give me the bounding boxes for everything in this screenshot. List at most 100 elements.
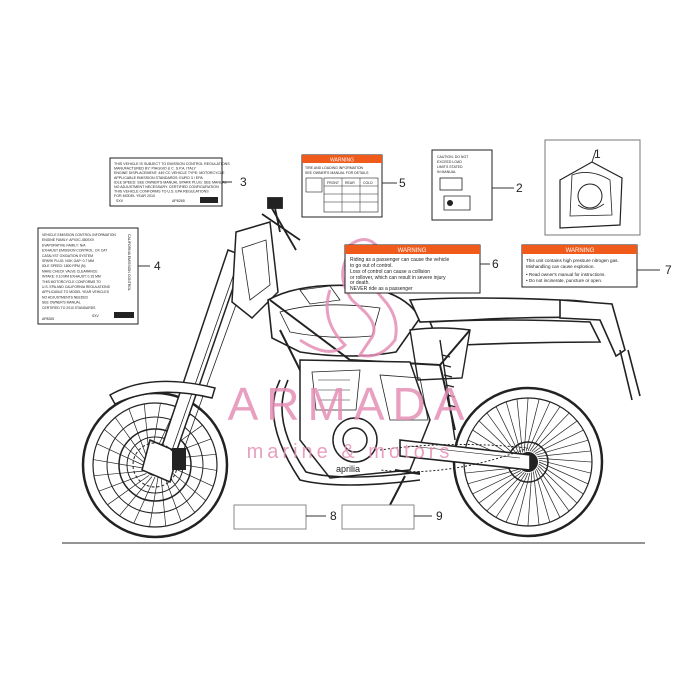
svg-text:Loss of control can cause a co: Loss of control can cause a collision — [350, 269, 430, 275]
wheel-spoke — [486, 472, 525, 512]
front-caliper — [172, 448, 186, 470]
label4-code: SXV — [92, 314, 100, 318]
footpeg — [389, 469, 421, 506]
wheel-spoke — [538, 463, 584, 495]
rear-tail — [428, 299, 641, 401]
label4-line: THIS MOTORCYCLE CONFORMS TO — [42, 280, 101, 284]
label4-line: NO ADJUSTMENTS NEEDED — [42, 295, 89, 299]
wheel-spoke — [467, 468, 520, 485]
wheel-spoke — [534, 429, 584, 454]
svg-text:EXCEED LOAD: EXCEED LOAD — [437, 160, 462, 164]
callout-8: 8 — [330, 509, 337, 523]
label4-line: IDLE SPEED: 1800 RPM (N) — [42, 264, 86, 268]
wheel-spoke — [98, 473, 147, 492]
wheel-spoke — [93, 459, 144, 469]
wheel-spoke — [538, 459, 592, 474]
svg-text:CAUTION: DO NOT: CAUTION: DO NOT — [437, 155, 469, 159]
wheel-spoke — [119, 476, 153, 516]
wheel-spoke — [93, 470, 145, 477]
wheel-spoke — [523, 397, 529, 452]
wheel-spoke — [495, 472, 527, 518]
svg-text:• Read owner's manual for inst: • Read owner's manual for instructions. — [526, 272, 606, 277]
label4-line: MAKE CHECK VALVE CLEARANCE — [42, 269, 98, 273]
watermark-word: ARMADA — [228, 378, 473, 430]
fuel-tank-shroud — [267, 284, 421, 357]
wheel-spoke — [525, 398, 540, 452]
wheel-spoke — [505, 472, 529, 523]
svg-text:CALIFORNIA EMISSION CONTROL: CALIFORNIA EMISSION CONTROL — [127, 234, 131, 291]
part-7-label: WARNING This unit contains high pressure… — [521, 244, 638, 288]
wheel-spoke — [128, 408, 147, 457]
callout-1: 1 — [594, 147, 601, 161]
part-2-label: CAUTION: DO NOT EXCEED LOAD LIMITS STATE… — [431, 149, 493, 221]
callout-6: 6 — [492, 257, 499, 271]
watermark-sub: marine & motors — [247, 441, 454, 463]
label3-tag: SXV — [116, 199, 124, 203]
label4-line: CATALYST OXIDATION SYSTEM — [42, 254, 93, 258]
leader-lines — [138, 149, 660, 517]
svg-text:Riding as a passenger can caus: Riding as a passenger can cause the vehi… — [350, 257, 449, 263]
label4-line: INTAKE: 0.10 MM EXHAUST: 0.15 MM — [42, 275, 101, 279]
wheel-spoke — [107, 475, 150, 506]
wheel-spoke — [516, 398, 523, 453]
wheel-spoke — [114, 417, 145, 460]
wheel-spoke — [163, 473, 182, 522]
label3-line: APPLICABLE EMISSION STANDARDS: EURO 3 / … — [114, 176, 203, 180]
side-panel — [409, 327, 471, 381]
svg-text:This unit contains high pressu: This unit contains high pressure nitroge… — [526, 258, 619, 263]
callout-7: 7 — [665, 263, 672, 277]
svg-text:TIRE AND LOADING INFORMATION: TIRE AND LOADING INFORMATION — [305, 166, 364, 170]
handlebar — [261, 197, 301, 251]
wheel-spoke — [538, 457, 593, 463]
wheel-spoke — [533, 471, 540, 526]
wheel-spoke — [516, 472, 531, 526]
wheel-spoke — [505, 401, 522, 454]
svg-text:REAR: REAR — [345, 181, 355, 185]
svg-text:or death.: or death. — [350, 280, 370, 286]
wheel-spoke — [536, 439, 589, 456]
wheel-spoke — [529, 406, 561, 452]
wheel-spoke — [478, 420, 518, 459]
label4-line: CERTIFIED TO 2010 STANDARDS — [42, 306, 96, 310]
wheel-spoke — [478, 471, 523, 504]
wheel-spoke — [533, 420, 578, 453]
chain — [379, 443, 529, 473]
swingarm — [399, 439, 531, 471]
part-8-label — [233, 504, 307, 530]
wheel-spoke — [527, 401, 551, 452]
wheel-spoke — [160, 475, 167, 527]
wheel-spoke — [534, 470, 551, 523]
svg-text:FRONT: FRONT — [327, 181, 340, 185]
svg-text:COLD: COLD — [363, 181, 373, 185]
svg-text:NEVER ride as a passenger: NEVER ride as a passenger — [350, 286, 413, 292]
part-6-label: WARNING Riding as a passenger can cause … — [344, 244, 481, 294]
label4-line: APPLICABLE TO MODEL YEAR VEHICLES — [42, 290, 110, 294]
wheel-spoke — [531, 412, 570, 452]
label3-line: MANUFACTURED BY: PIAGGIO & C. S.P.A. ITA… — [114, 167, 196, 171]
watermark: ARMADA marine & motors — [228, 238, 473, 463]
label3-line: THIS VEHICLE CONFORMS TO U.S. EPA REGULA… — [114, 190, 209, 194]
label4-line: SEE OWNER'S MANUAL — [42, 301, 81, 305]
wheel-spoke — [96, 443, 144, 466]
wheel-spoke — [104, 429, 144, 463]
label4-line: U.S. EPA AND CALIFORNIA REGULATIONS — [42, 285, 111, 289]
part-1-decal-kit — [544, 139, 641, 236]
callout-5: 5 — [399, 176, 406, 190]
wheel-spoke — [537, 467, 570, 512]
engine — [299, 359, 431, 479]
svg-text:WARNING: WARNING — [566, 248, 595, 254]
callout-4: 4 — [154, 259, 161, 273]
svg-text:to go out of control.: to go out of control. — [350, 263, 393, 269]
tank-brand: aprilia — [336, 464, 360, 474]
wheel-spoke — [538, 461, 589, 485]
front-fork — [141, 249, 251, 484]
label3-code: AP8265 — [172, 199, 185, 203]
front-fender — [108, 380, 216, 405]
svg-text:LIMITS STATED: LIMITS STATED — [437, 165, 463, 169]
wheel-spoke — [538, 465, 578, 504]
svg-text:WARNING: WARNING — [398, 248, 427, 254]
wheel-spoke — [537, 450, 592, 457]
label4-line: ENGINE FAMILY: APXXC.450SXV — [42, 238, 95, 242]
svg-text:or rollover, which can result: or rollover, which can result in severe … — [350, 275, 446, 281]
part-3-label: THIS VEHICLE IS SUBJECT TO EMISSION CONT… — [109, 157, 230, 207]
